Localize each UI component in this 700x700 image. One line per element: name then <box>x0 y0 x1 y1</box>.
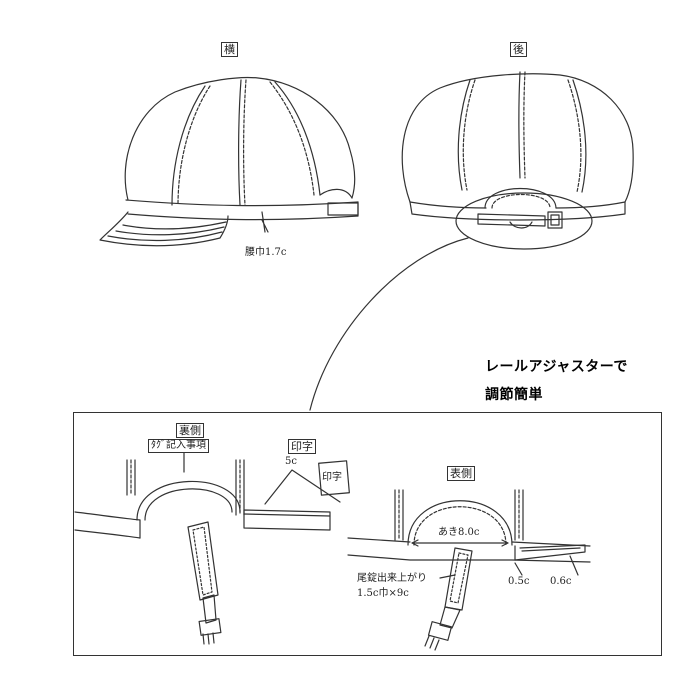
back-strap-loop <box>509 221 533 229</box>
back-opening-arch-inner <box>491 193 551 209</box>
tag-notes-label: ﾀｸﾞ記入事項 <box>148 439 209 453</box>
rail-adjuster-callout-line2: 調節簡単 <box>485 387 543 403</box>
print-box <box>318 460 350 496</box>
outer-side-label: 表側 <box>447 466 475 481</box>
opening-dimension-line <box>411 539 509 547</box>
outer-buckle-tab <box>514 544 586 561</box>
back-view-label: 後 <box>510 42 527 57</box>
side-visor-stitch-2 <box>115 226 225 236</box>
dim-pointer-b <box>569 555 579 576</box>
side-visor-outline <box>99 211 229 247</box>
outer-arch-inner <box>413 506 507 546</box>
dimension-b-label: 0.6c <box>550 576 572 587</box>
side-seam-2b <box>177 85 211 206</box>
band-width-pointer <box>261 211 269 233</box>
inner-clip-teeth <box>202 632 215 645</box>
back-buckle-inner <box>550 214 560 226</box>
outer-arch-outer <box>407 500 513 546</box>
side-visor-stitch-3 <box>122 221 227 230</box>
side-crown-outline <box>124 76 356 201</box>
opening-label: あき8.0c <box>438 527 480 538</box>
detail-inner-side <box>74 449 350 645</box>
back-seam-left-b <box>462 79 476 191</box>
inner-band-right-edge <box>243 513 331 517</box>
outer-band-bottom <box>347 554 591 563</box>
outer-clip-body <box>427 621 453 641</box>
inner-strap-stitch <box>192 526 213 596</box>
rail-adjuster-callout-line1: レールアジャスターで <box>485 359 628 375</box>
outer-buckle-line <box>521 547 581 552</box>
side-view-cap <box>99 76 359 247</box>
side-seam-3 <box>274 81 321 196</box>
strap-spec-line1: 尾錠出来上がり <box>357 573 427 584</box>
outer-clip-teeth <box>424 635 440 651</box>
back-band-bottom <box>409 201 626 221</box>
inner-arch-outer <box>136 480 241 521</box>
back-buckle <box>547 211 563 229</box>
strap-label-pointer <box>439 574 456 579</box>
back-seam-left <box>457 79 471 191</box>
inner-band-left-top <box>74 511 141 521</box>
side-seam-2 <box>171 85 206 206</box>
side-view-label: 横 <box>221 42 238 57</box>
inner-band-right <box>243 509 331 531</box>
inner-side-label: 裏側 <box>176 423 204 438</box>
side-band-bottom <box>127 213 359 221</box>
back-crown-outline <box>401 73 634 203</box>
back-seam-center <box>518 71 521 179</box>
detail-frame <box>73 412 662 656</box>
outer-strap <box>444 547 473 611</box>
print-box-text: 印字 <box>322 472 342 483</box>
detail-leader-line <box>309 237 469 411</box>
strap-spec-line2: 1.5c巾×9c <box>357 588 409 599</box>
inner-strap <box>187 521 219 601</box>
outer-strap-stitch <box>449 552 469 604</box>
back-seam-center-b <box>523 71 526 179</box>
inner-arch-inner <box>144 488 233 521</box>
detail-magnifier-circle <box>455 192 593 250</box>
inner-band-left-bottom <box>74 529 141 539</box>
inner-clip <box>202 594 217 624</box>
back-seam-right-b <box>567 79 582 193</box>
dim-pointer-a <box>514 562 523 576</box>
back-opening-arch <box>484 187 557 209</box>
print-label: 印字 <box>288 439 316 454</box>
print-pointer-left <box>264 469 341 505</box>
back-strap <box>477 213 546 227</box>
back-seam-right <box>572 79 587 193</box>
side-seam-3b <box>269 81 315 196</box>
detail-outer-side <box>347 489 591 651</box>
side-seam-1 <box>238 79 242 206</box>
back-band-top <box>409 201 626 209</box>
dimension-a-label: 0.5c <box>508 576 530 587</box>
side-adjuster-tab <box>327 202 359 216</box>
inner-clip-body <box>198 618 222 636</box>
side-visor-stitch-1 <box>107 231 223 242</box>
side-seam-1b <box>243 79 247 206</box>
band-width-label: 腰巾1.7c <box>245 247 287 258</box>
side-back-bump <box>319 188 353 199</box>
side-band-top <box>125 199 359 207</box>
outer-clip <box>439 606 461 629</box>
back-view-cap <box>309 71 634 411</box>
print-offset-label: 5c <box>285 456 297 467</box>
